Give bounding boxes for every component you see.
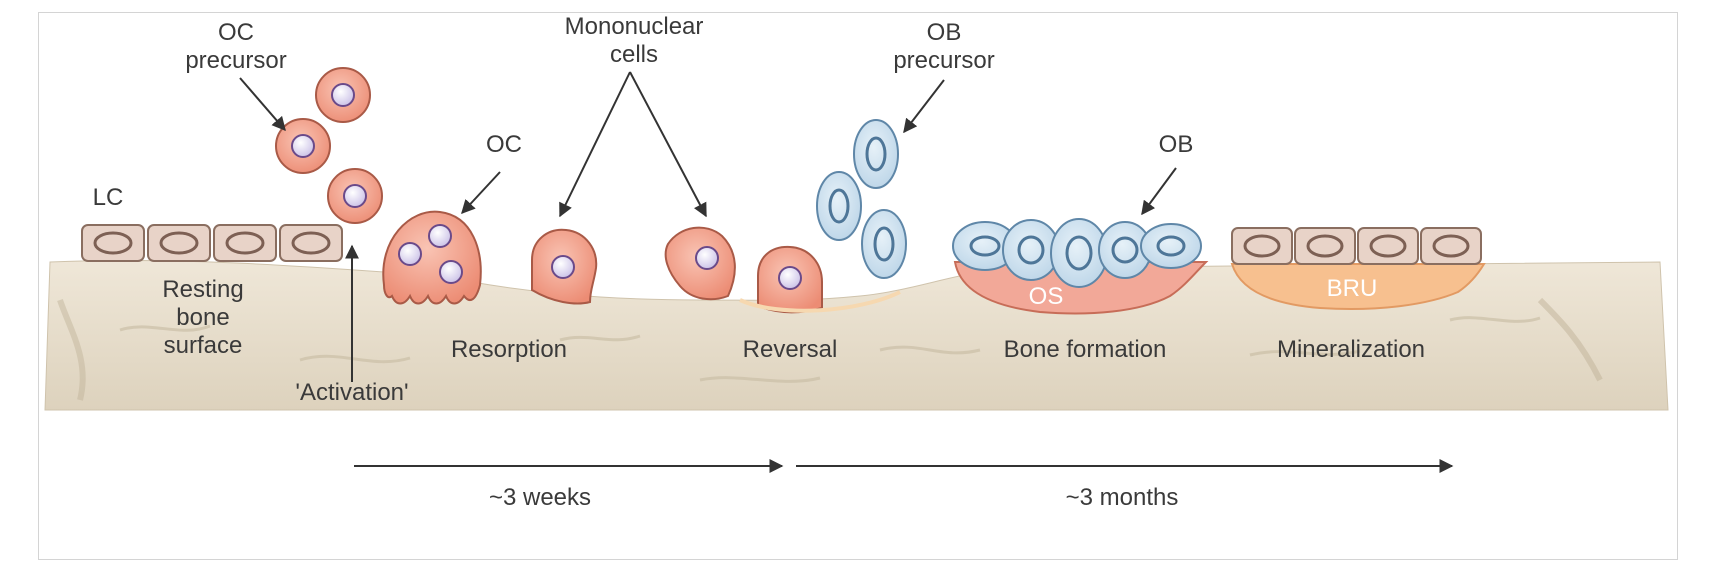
- lining-cells-left: [81, 224, 343, 262]
- ob-arrow: [1141, 167, 1177, 216]
- label-ob-precursor-2: precursor: [893, 47, 994, 74]
- ob-precursor-arrow: [903, 79, 945, 134]
- label-bru: BRU: [1327, 275, 1378, 302]
- oc-precursor-arrow: [239, 77, 286, 132]
- oc-arrow: [461, 171, 501, 215]
- mononuclear-arrow-left: [559, 71, 631, 218]
- label-oc-precursor-1: OC: [218, 19, 254, 46]
- bone-remodeling-unit: [1230, 263, 1486, 311]
- pointer-arrows: [239, 71, 1177, 382]
- label-oc: OC: [486, 131, 522, 158]
- label-lc: LC: [93, 184, 124, 211]
- osteoclast: [382, 210, 482, 305]
- label-oc-precursor-2: precursor: [185, 47, 286, 74]
- label-ob-precursor-1: OB: [927, 19, 962, 46]
- label-ob: OB: [1159, 131, 1194, 158]
- osteoblasts: [952, 218, 1202, 288]
- mononuclear-arrow-right: [629, 71, 707, 218]
- ob-precursor-cells: [816, 119, 907, 279]
- label-os: OS: [1029, 283, 1064, 310]
- label-bone-formation: Bone formation: [1004, 336, 1167, 363]
- oc-precursor-cells: [275, 67, 383, 224]
- label-mineralization: Mineralization: [1277, 336, 1425, 363]
- label-resting-2: bone: [176, 304, 229, 331]
- label-mononuclear-2: cells: [610, 41, 658, 68]
- label-activation: 'Activation': [295, 379, 408, 406]
- label-resting-1: Resting: [162, 276, 243, 303]
- label-timeline-months: ~3 months: [1066, 484, 1179, 511]
- label-timeline-weeks: ~3 weeks: [489, 484, 591, 511]
- reversal-cell: [739, 245, 901, 314]
- label-resting-3: surface: [164, 332, 243, 359]
- mononuclear-cells: [531, 226, 736, 305]
- label-reversal: Reversal: [743, 336, 838, 363]
- label-resorption: Resorption: [451, 336, 567, 363]
- lining-cells-right: [1231, 227, 1482, 265]
- label-mononuclear-1: Mononuclear: [565, 13, 704, 40]
